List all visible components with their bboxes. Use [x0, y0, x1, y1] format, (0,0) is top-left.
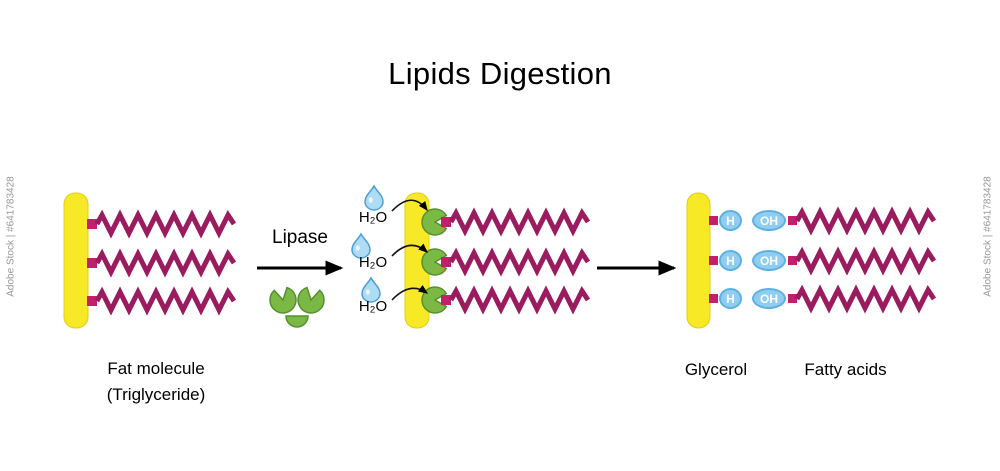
water-label-1: H₂O	[358, 209, 388, 226]
lipase-enzyme-icon	[285, 315, 309, 328]
watermark-right: Adobe Stock | #641783428	[982, 176, 994, 297]
lipase-enzyme-group	[267, 285, 327, 328]
ester-bond-connector	[87, 219, 97, 229]
ester-bond-connector	[441, 257, 451, 267]
hydrolysis-complex	[351, 185, 588, 329]
h-bond-connector	[709, 294, 718, 303]
fatty-acid-chain	[451, 213, 588, 231]
fatty-acid-chain	[97, 215, 234, 233]
lipase-enzyme-icon	[267, 285, 300, 317]
products-group	[686, 192, 934, 329]
fatty-acid-chain	[97, 254, 234, 272]
glycerol-backbone-bar	[686, 192, 711, 329]
oh-group-badge: OH	[752, 250, 786, 271]
h-atom-badge: H	[719, 288, 742, 309]
water-label-2: H₂O	[358, 254, 388, 271]
water-droplet-icon	[364, 185, 384, 211]
watermark-left: Adobe Stock | #641783428	[5, 176, 17, 297]
free-fatty-acid-chain	[797, 290, 934, 308]
oh-chain-connector	[788, 256, 797, 265]
water-attack-arrow	[391, 243, 428, 257]
glycerol-backbone-bar	[63, 192, 89, 329]
glycerol-label: Glycerol	[684, 360, 748, 379]
lipase-enzyme-icon	[294, 285, 327, 317]
h-atom-badge: H	[719, 250, 742, 271]
reactant-label-line1: Fat molecule	[107, 359, 205, 378]
h-bond-connector	[709, 256, 718, 265]
h-atom-badge: H	[719, 210, 742, 231]
oh-chain-connector	[788, 294, 797, 303]
h-bond-connector	[709, 216, 718, 225]
fatty-acids-label: Fatty acids	[804, 360, 887, 379]
water-attack-arrow	[391, 199, 428, 212]
ester-bond-connector	[87, 296, 97, 306]
free-fatty-acid-chain	[797, 252, 934, 270]
water-attack-arrow	[391, 284, 429, 301]
reactant-label-line2: (Triglyceride)	[106, 385, 206, 404]
ester-bond-connector	[441, 217, 451, 227]
oh-chain-connector	[788, 216, 797, 225]
triglyceride-molecule	[63, 192, 234, 329]
oh-group-badge: OH	[752, 288, 786, 309]
free-fatty-acid-chain	[797, 212, 934, 230]
ester-bond-connector	[87, 258, 97, 268]
fatty-acid-chain	[451, 291, 588, 309]
fatty-acid-chain	[97, 292, 234, 310]
lipase-label: Lipase	[272, 227, 328, 248]
diagram-title: Lipids Digestion	[388, 56, 612, 91]
fatty-acid-chain	[451, 253, 588, 271]
ester-bond-connector	[441, 295, 451, 305]
water-label-3: H₂O	[358, 298, 388, 315]
oh-group-badge: OH	[752, 210, 786, 231]
